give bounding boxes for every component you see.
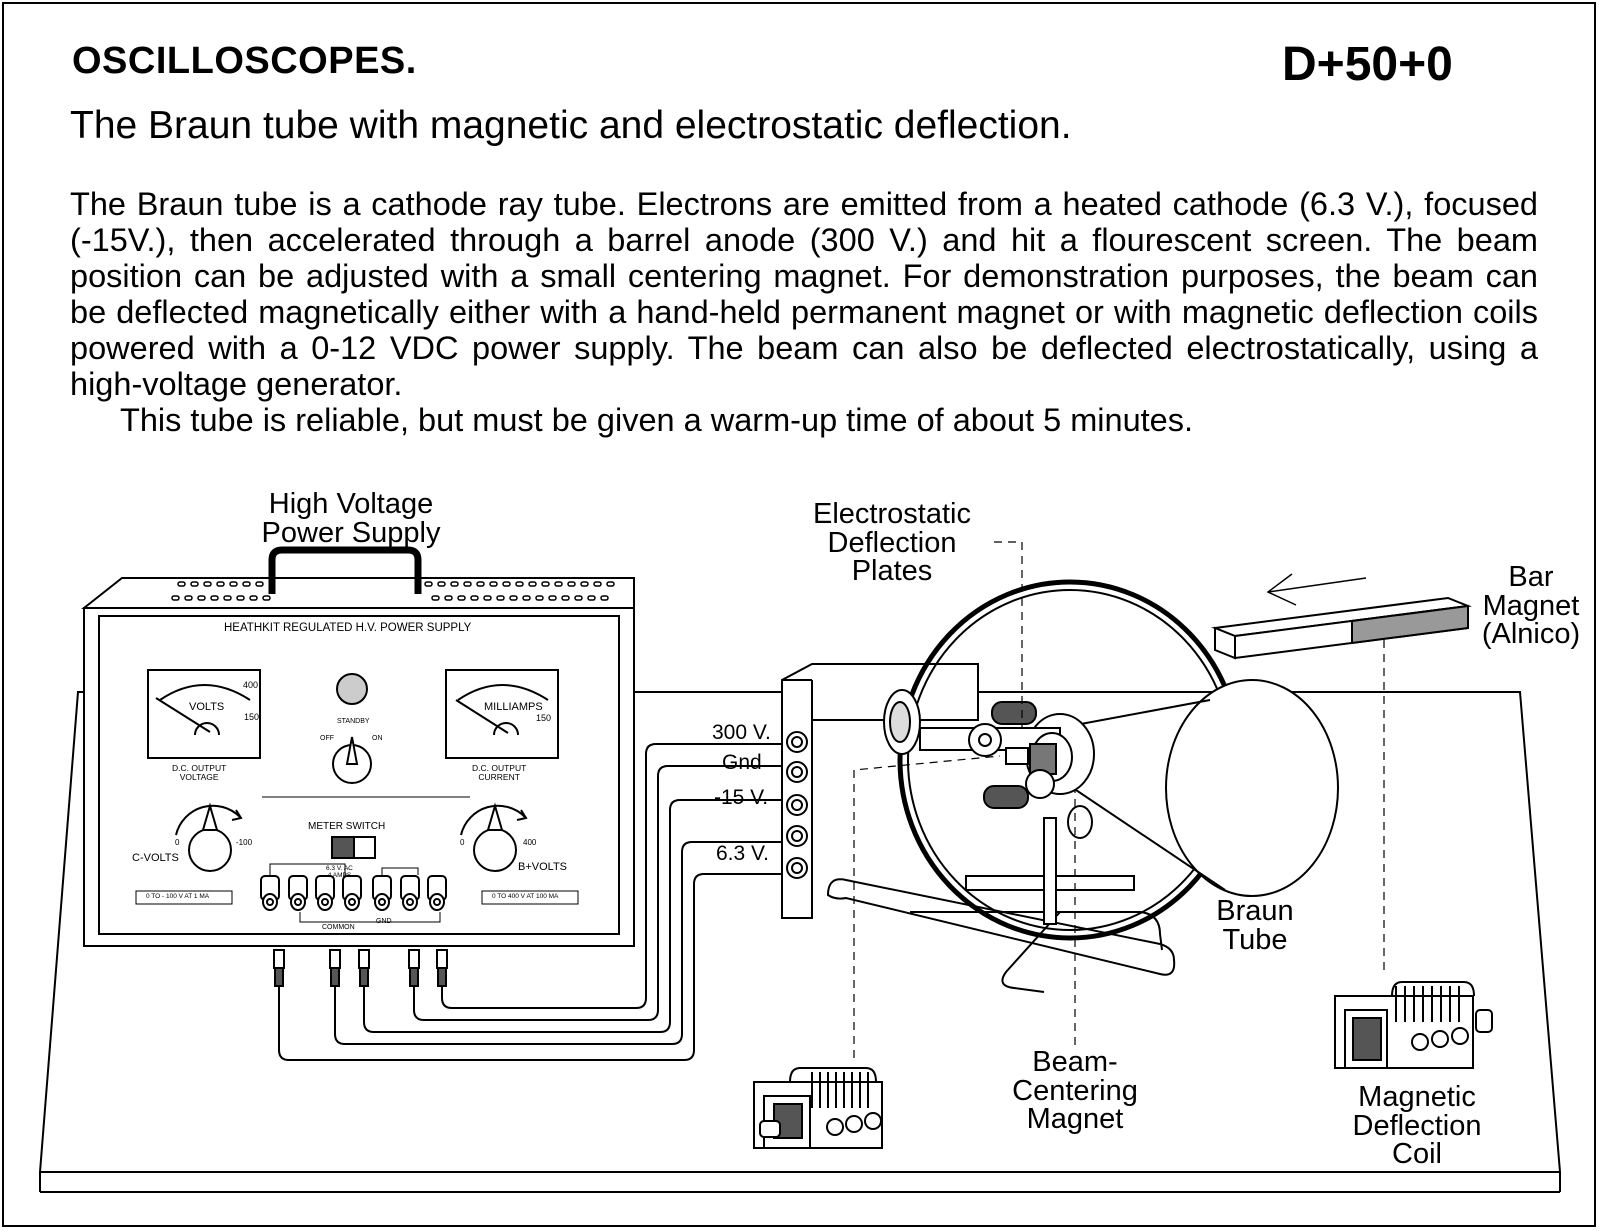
label-centering-magnet: Beam- Centering Magnet: [1012, 1046, 1138, 1135]
terminal-box: [781, 663, 979, 919]
terminal-6-3v: 6.3 V.: [716, 842, 769, 865]
dc-output-voltage-label: D.C. OUTPUT VOLTAGE: [172, 763, 227, 782]
volts-scale-max: 400: [243, 680, 259, 690]
gnd-label: GND: [376, 918, 392, 925]
page-title: OSCILLOSCOPES.: [72, 40, 417, 82]
dc-output-current-label: D.C. OUTPUT CURRENT: [472, 763, 527, 782]
c-volts-max: -100: [236, 838, 253, 847]
ac-output-label: 6.3 V. AC 4 AMPS: [326, 865, 353, 879]
volts-meter-label: VOLTS: [189, 701, 225, 713]
standby-label: STANDBY: [337, 718, 370, 725]
meter-switch-label: METER SWITCH: [308, 821, 386, 832]
centering-magnet: [753, 1067, 883, 1149]
off-label: OFF: [320, 735, 334, 742]
bar-magnet: [1211, 573, 1472, 660]
deflection-coil: [1334, 981, 1493, 1069]
milliamps-scale-mid: 150: [536, 713, 552, 723]
c-volts-label: C-VOLTS: [132, 852, 179, 864]
leader-lines: [853, 541, 1385, 1058]
page-subtitle: The Braun tube with magnetic and electro…: [70, 104, 1072, 147]
b-volts-max: 400: [523, 838, 537, 847]
braun-tube: [883, 579, 1339, 941]
test-leads: [278, 743, 790, 1061]
b-range-label: 0 TO 400 V AT 100 MA: [492, 893, 559, 900]
label-braun-tube: Braun Tube: [1216, 895, 1294, 956]
b-volts-label: B+VOLTS: [518, 861, 568, 873]
tube-stand: [826, 817, 1176, 993]
common-label: COMMON: [322, 924, 355, 931]
volts-scale-mid: 150: [244, 712, 260, 722]
label-bar-magnet: Bar Magnet (Alnico): [1481, 561, 1581, 650]
milliamps-meter-label: MILLIAMPS: [484, 701, 543, 713]
on-label: ON: [372, 735, 383, 742]
description-paragraph: The Braun tube is a cathode ray tube. El…: [70, 186, 1538, 402]
terminal-gnd: Gnd: [722, 751, 762, 774]
c-range-label: 0 TO - 100 V AT 1 MA: [146, 893, 210, 900]
document-code: D+50+0: [1282, 38, 1453, 91]
terminal-300v: 300 V.: [712, 721, 771, 744]
label-hv-supply: High Voltage Power Supply: [261, 488, 441, 549]
label-deflection-plates: Electrostatic Deflection Plates: [813, 498, 971, 587]
terminal-minus15v: -15 V.: [714, 786, 769, 809]
c-volts-min: 0: [175, 838, 180, 847]
warm-up-note: This tube is reliable, but must be given…: [120, 402, 1194, 438]
panel-name: HEATHKIT REGULATED H.V. POWER SUPPLY: [224, 622, 472, 634]
power-supply-box: [81, 546, 635, 947]
b-volts-min: 0: [460, 838, 465, 847]
label-deflection-coil: Magnetic Deflection Coil: [1352, 1081, 1482, 1170]
